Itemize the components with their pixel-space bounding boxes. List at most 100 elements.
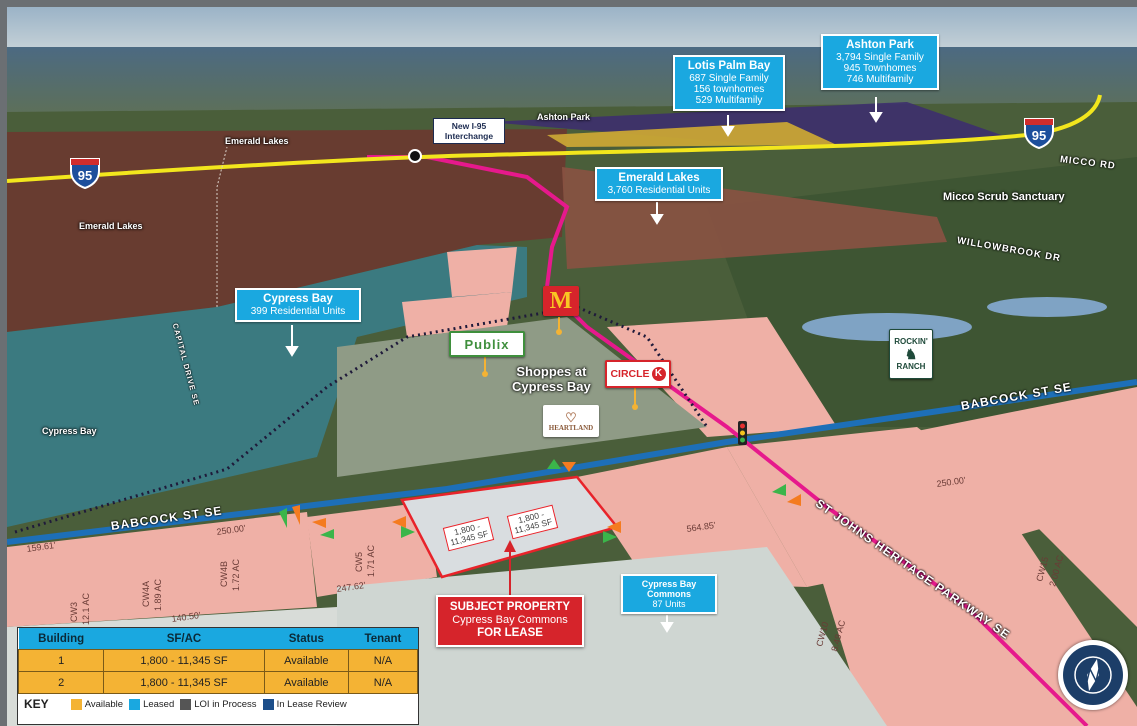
callout-title: Ashton Park (846, 39, 914, 51)
circle-k-icon: K (651, 367, 666, 381)
callout-cypress-bay-commons[interactable]: Cypress Bay Commons 87 Units (621, 574, 717, 614)
key-label: Available (84, 698, 124, 710)
svg-text:1.71 AC: 1.71 AC (366, 544, 376, 577)
callout-emerald-lakes[interactable]: Emerald Lakes 3,760 Residential Units (595, 167, 723, 201)
col-tenant: Tenant (348, 628, 418, 650)
key-swatch-loi (180, 698, 192, 710)
callout-line: Interchange (444, 131, 494, 141)
subject-name: Cypress Bay Commons (452, 614, 568, 626)
key-label: Leased (143, 698, 175, 710)
parcel-cw3 (7, 512, 317, 627)
parcel-cw15 (887, 387, 1137, 627)
lotis-palm-bay-area (547, 122, 837, 147)
callout-line: 945 Townhomes (843, 63, 917, 74)
label-shoppes-line: Cypress Bay (512, 379, 591, 394)
emerald-boundary (216, 146, 228, 307)
circle-k-logo[interactable]: CIRCLE K (605, 360, 671, 388)
svg-text:CW4B: CW4B (219, 561, 229, 587)
rockin-text: ROCKIN' (894, 337, 928, 346)
callout-interchange[interactable]: New I-95 Interchange (433, 118, 505, 144)
callout-line: 746 Multifamily (846, 74, 914, 85)
svg-text:1.72 AC: 1.72 AC (231, 558, 241, 591)
sky (7, 7, 1137, 47)
heartland-logo[interactable]: ♡ HEARTLAND (543, 405, 599, 437)
cell-tenant: N/A (347, 649, 419, 672)
callout-line: 87 Units (652, 599, 686, 609)
commons-development (337, 547, 887, 726)
heartland-text: HEARTLAND (548, 423, 594, 432)
leasing-table: Building SF/AC Status Tenant 1 1,800 - 1… (17, 628, 419, 694)
interchange-marker[interactable] (408, 149, 422, 163)
parcel-cw3-label: CW3 (69, 602, 79, 622)
parcel-cw10 (787, 467, 1137, 726)
table-row[interactable]: 2 1,800 - 11,345 SF Available N/A (17, 671, 419, 694)
svg-text:159.61': 159.61' (26, 540, 57, 554)
label-cypress-bay: Cypress Bay (42, 426, 97, 436)
callout-title: Emerald Lakes (618, 172, 700, 184)
lake-1 (802, 313, 972, 341)
parcel-c (607, 317, 837, 437)
label-emerald-lakes-left: Emerald Lakes (79, 221, 143, 231)
callout-line: 529 Multifamily (695, 95, 763, 106)
col-building: Building (18, 628, 104, 650)
table-header-row: Building SF/AC Status Tenant (18, 628, 418, 650)
svg-text:250.00': 250.00' (216, 523, 247, 537)
callout-title: Lotis Palm Bay (687, 60, 771, 72)
callout-line: 156 townhomes (693, 84, 765, 95)
brand-pins (482, 317, 638, 410)
svg-text:95: 95 (1032, 128, 1046, 143)
col-sf-ac: SF/AC (103, 628, 265, 650)
i95-shield-icon: 95 (1023, 115, 1055, 150)
key-swatch-available (70, 698, 82, 710)
svg-text:247.62': 247.62' (336, 580, 367, 594)
cell-sf-ac: 1,800 - 11,345 SF (103, 649, 265, 672)
callout-line: New I-95 (451, 121, 487, 131)
callout-ashton-park[interactable]: Ashton Park 3,794 Single Family 945 Town… (821, 34, 939, 90)
shoppes-boundary (14, 305, 709, 534)
callout-line: 3,794 Single Family (836, 52, 924, 63)
status-key: KEY Available Leased LOI in Process In L… (18, 694, 418, 714)
label-emerald-lakes-top: Emerald Lakes (225, 136, 289, 146)
key-label: In Lease Review (276, 698, 347, 710)
key-title: KEY (24, 697, 49, 711)
svg-text:140.50': 140.50' (171, 610, 202, 624)
rockin-ranch-logo[interactable]: ROCKIN' ♞ RANCH (889, 329, 933, 379)
svg-text:95: 95 (78, 168, 92, 183)
cell-status: Available (263, 649, 349, 672)
heart-icon: ♡ (565, 409, 577, 425)
callout-lotis-palm-bay[interactable]: Lotis Palm Bay 687 Single Family 156 tow… (673, 55, 785, 111)
svg-text:564.85': 564.85' (686, 520, 717, 534)
label-shoppes-line: Shoppes at (516, 364, 587, 379)
table-row[interactable]: 1 1,800 - 11,345 SF Available N/A (17, 649, 419, 672)
map-frame: CW3 12.1 AC CW4A 1.89 AC CW4B 1.72 AC CW… (7, 7, 1137, 726)
cypress-bay-area (7, 245, 527, 527)
cell-tenant: N/A (347, 671, 419, 694)
callout-line: 3,760 Residential Units (607, 185, 711, 196)
callout-cypress-bay[interactable]: Cypress Bay 399 Residential Units (235, 288, 361, 322)
publix-logo[interactable]: Publix (449, 331, 525, 357)
svg-text:12.1 AC: 12.1 AC (81, 592, 91, 625)
col-status: Status (264, 628, 349, 650)
key-label: LOI in Process (194, 698, 257, 710)
emerald-lakes-area (7, 129, 567, 332)
cell-sf-ac: 1,800 - 11,345 SF (103, 671, 265, 694)
subject-status: FOR LEASE (477, 627, 543, 639)
parcel-a (447, 247, 517, 297)
access-arrows (279, 459, 801, 543)
mcdonalds-logo[interactable]: M (543, 286, 579, 316)
svg-text:CW5: CW5 (354, 552, 364, 572)
svg-text:1.89 AC: 1.89 AC (153, 578, 163, 611)
rockin-text: RANCH (896, 362, 926, 371)
subject-title: SUBJECT PROPERTY (449, 601, 571, 613)
svg-text:CW4A: CW4A (141, 581, 151, 607)
label-micco-scrub: Micco Scrub Sanctuary (943, 191, 1065, 203)
svg-text:250.00': 250.00' (936, 475, 967, 489)
key-swatch-leased (129, 698, 141, 710)
leasing-table-panel: Building SF/AC Status Tenant 1 1,800 - 1… (17, 627, 419, 725)
shoppes-site (337, 317, 707, 477)
circle-k-text: CIRCLE (610, 368, 650, 380)
horse-icon: ♞ (904, 346, 918, 362)
lake-2 (987, 297, 1107, 317)
callout-line: 687 Single Family (689, 73, 769, 84)
subject-property-callout[interactable]: SUBJECT PROPERTY Cypress Bay Commons FOR… (436, 595, 584, 647)
